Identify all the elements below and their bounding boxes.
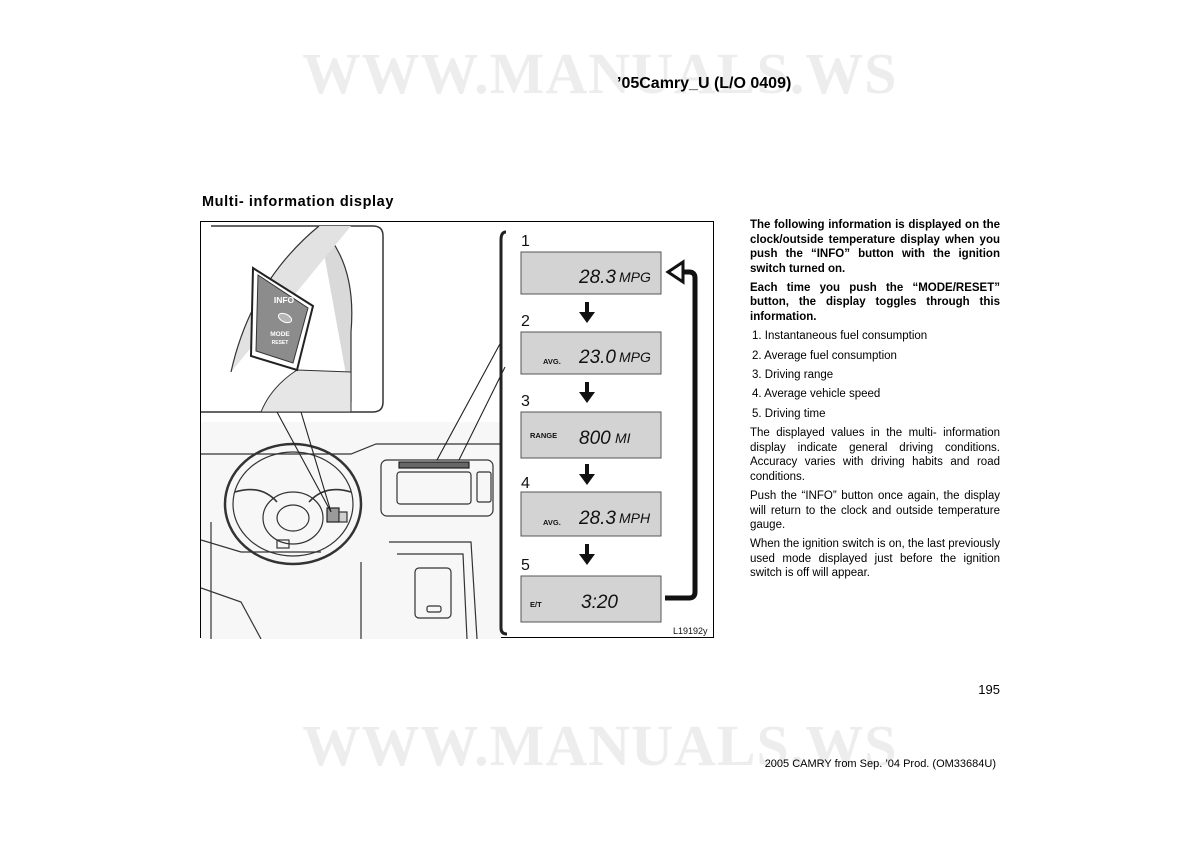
- arrow-down-icon: [579, 392, 595, 403]
- section-title: Multi- information display: [202, 194, 395, 210]
- watermark-top: WWW.MANUALS.WS: [302, 41, 898, 106]
- lcd-display-4: [520, 491, 662, 537]
- step-number-2: 2: [521, 313, 530, 330]
- lcd-display-5: [520, 575, 662, 623]
- step-number-5: 5: [521, 557, 530, 574]
- reset-button-label: RESET: [272, 340, 289, 346]
- body-text: The following information is displayed o…: [750, 218, 1000, 586]
- intro-paragraph-1: The following information is displayed o…: [750, 219, 1000, 275]
- list-item: 5. Driving time: [752, 407, 826, 420]
- info-list: 1. Instantaneous fuel consumption 2. Ave…: [750, 329, 1000, 421]
- step-number-1: 1: [521, 233, 530, 250]
- figure-illustration: INFO MODE RESET 1 28.3 MPG 2 AVG. 23.0 M…: [200, 221, 714, 639]
- step-number-4: 4: [521, 475, 530, 492]
- intro-paragraph-2: Each time you push the “MODE/RESET” butt…: [750, 281, 1000, 324]
- lcd-value-2: 23.0: [578, 347, 616, 368]
- figure-code: L19192y: [673, 626, 708, 636]
- lcd-value-4: 28.3: [578, 508, 616, 529]
- lcd-label-4: AVG.: [543, 518, 561, 527]
- leader-lines: [276, 341, 506, 513]
- watermark-bottom: WWW.MANUALS.WS: [302, 713, 898, 778]
- paragraph-last-mode: When the ignition switch is on, the last…: [750, 538, 1000, 580]
- header-code: ’05Camry_U (L/O 0409): [617, 75, 792, 92]
- list-item: 2. Average fuel consumption: [752, 349, 897, 362]
- lcd-display-3: [520, 411, 662, 459]
- footer-text: 2005 CAMRY from Sep. ’04 Prod. (OM33684U…: [764, 758, 996, 770]
- figure-drawing: INFO MODE RESET 1 28.3 MPG 2 AVG. 23.0 M…: [201, 225, 708, 639]
- zoom-inset: INFO MODE RESET: [201, 225, 384, 413]
- lcd-display-1: [520, 251, 662, 295]
- lcd-unit-3: MI: [615, 430, 631, 446]
- list-item: 3. Driving range: [752, 368, 834, 381]
- lcd-display-2: [520, 331, 662, 375]
- list-item: 4. Average vehicle speed: [752, 388, 881, 401]
- lcd-label-2: AVG.: [543, 357, 561, 366]
- mode-button-label: MODE: [270, 331, 290, 338]
- step-number-3: 3: [521, 393, 530, 410]
- page-number: 195: [978, 682, 1000, 697]
- arrow-down-icon: [579, 554, 595, 565]
- display-panel: 1 28.3 MPG 2 AVG. 23.0 MPG 3 RANGE 800 M…: [499, 230, 708, 636]
- lcd-value-3: 800: [579, 428, 611, 449]
- lcd-unit-4: MPH: [619, 510, 651, 526]
- lcd-label-5: E/T: [530, 600, 542, 609]
- lcd-value-5: 3:20: [581, 592, 618, 613]
- lcd-value-1: 28.3: [578, 267, 616, 288]
- lcd-unit-1: MPG: [619, 269, 651, 285]
- lcd-unit-2: MPG: [619, 349, 651, 365]
- lcd-label-3: RANGE: [530, 431, 557, 440]
- arrow-down-icon: [579, 474, 595, 485]
- paragraph-accuracy: The displayed values in the multi- infor…: [750, 427, 1000, 483]
- info-button-label: INFO: [274, 295, 295, 305]
- dashboard-drawing: [201, 422, 501, 639]
- return-arrow-icon: [665, 259, 685, 285]
- paragraph-info-again: Push the “INFO” button once again, the d…: [750, 489, 1000, 532]
- arrow-down-icon: [579, 312, 595, 323]
- list-item: 1. Instantaneous fuel consumption: [752, 330, 928, 343]
